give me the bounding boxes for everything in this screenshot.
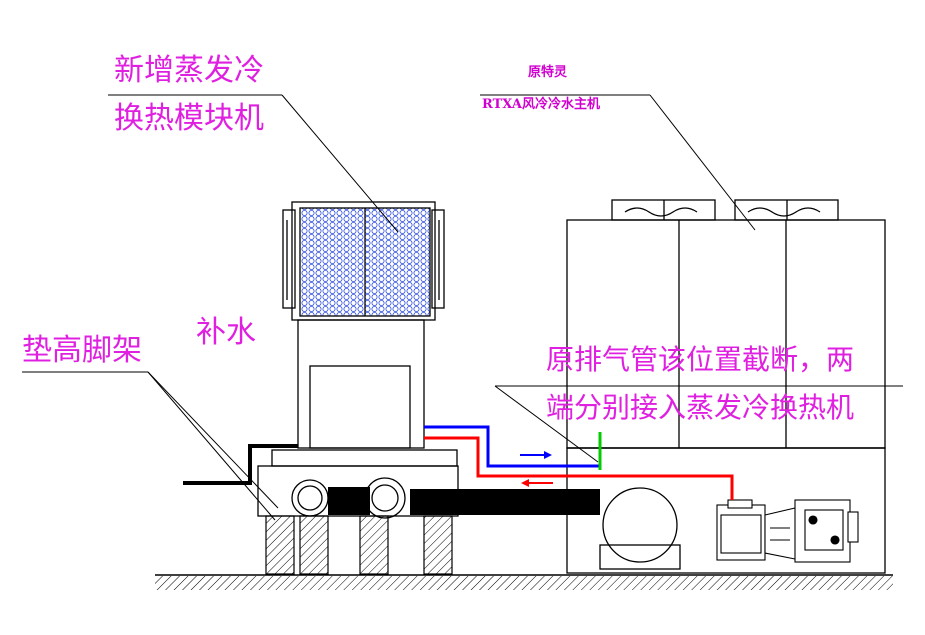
note-label-line2: 端分别接入蒸发冷换热机	[546, 391, 855, 424]
note-label-line1: 原排气管该位置截断，两	[546, 343, 855, 376]
makeup-water-pipe	[183, 444, 298, 485]
leader-lines	[22, 94, 903, 521]
new-unit-label-line1: 新增蒸发冷	[114, 53, 264, 88]
orig-unit-label-line1: 原特灵	[528, 65, 568, 80]
compressor	[716, 499, 859, 563]
stand-label: 垫高脚架	[22, 333, 142, 368]
makeup-water-label: 补水	[196, 315, 256, 350]
new-unit-label-line2: 换热模块机	[114, 101, 264, 136]
flow-arrows	[520, 451, 553, 487]
raised-stand	[265, 515, 453, 575]
orig-unit-label-line2: RTXA风冷冷水主机	[482, 97, 600, 112]
evaporative-cooling-module-unit	[257, 201, 459, 519]
main-water-pipe	[328, 487, 600, 515]
air-cooled-chiller-unit	[566, 199, 886, 574]
refrigerant-pipes	[424, 425, 734, 500]
ground	[155, 574, 893, 590]
